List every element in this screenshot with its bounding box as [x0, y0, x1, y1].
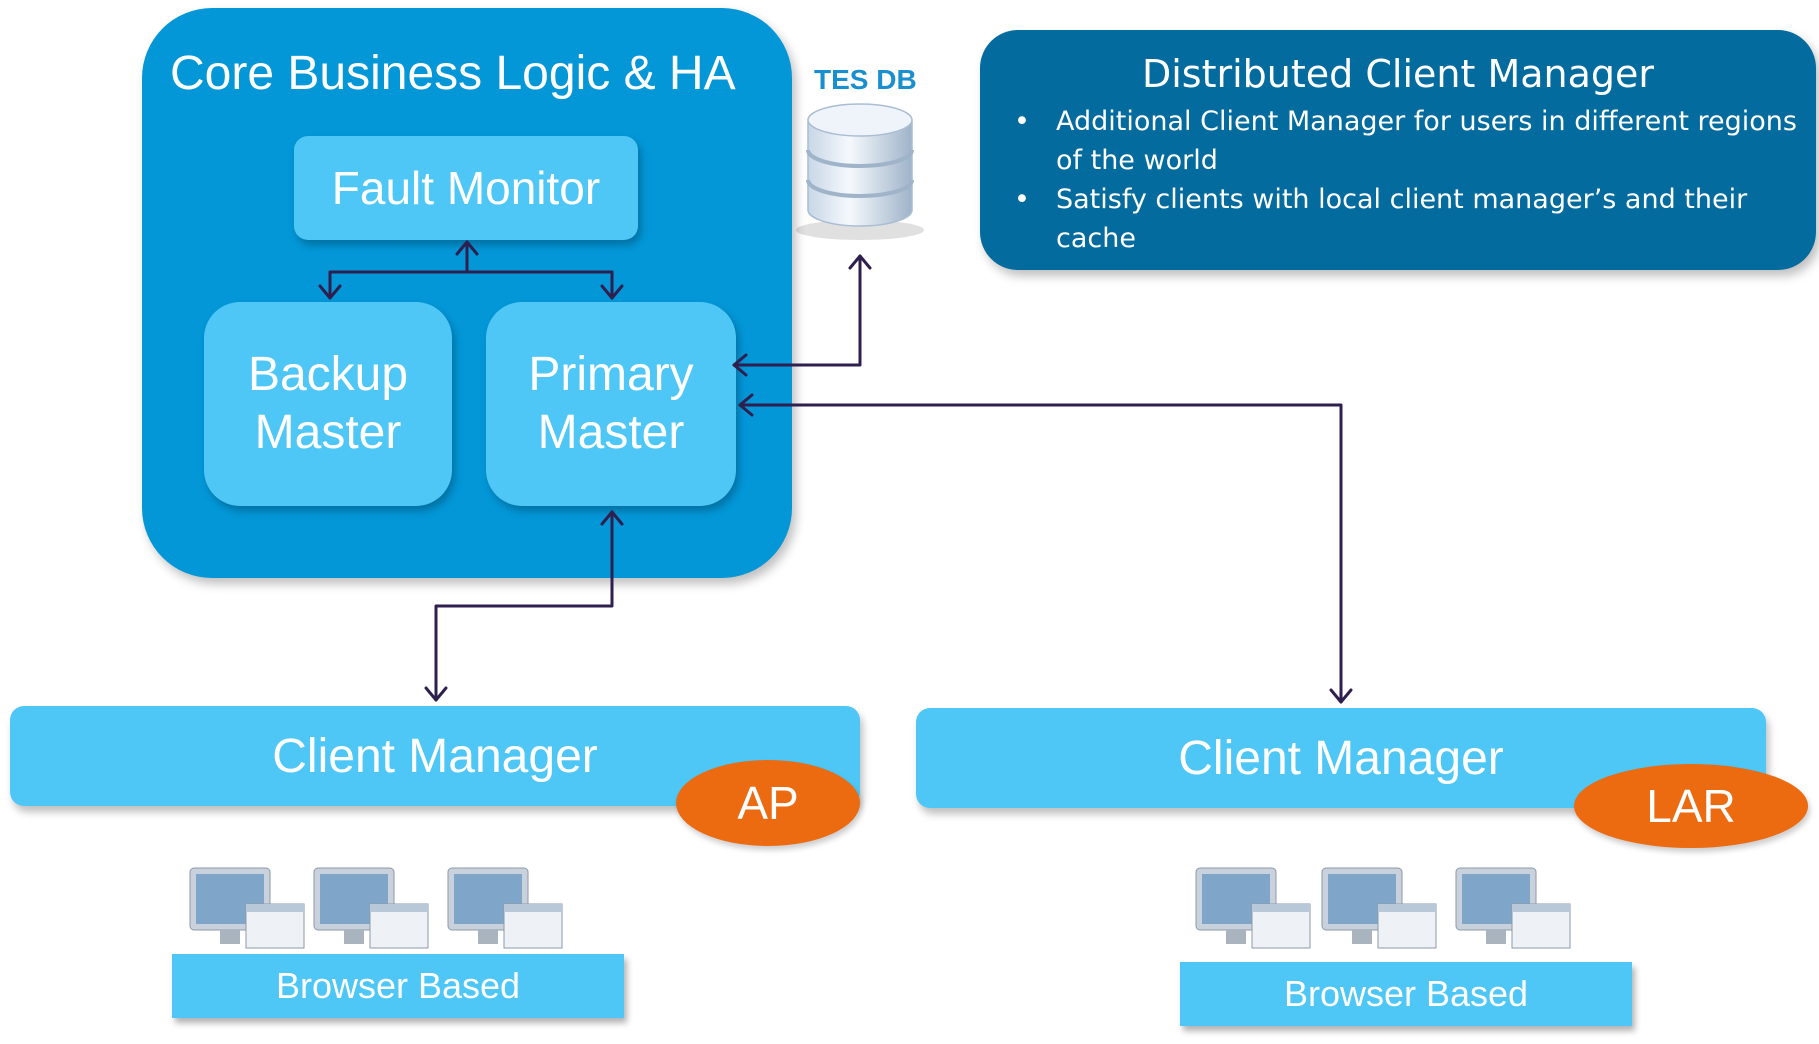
- primary-to-lar-connector: [738, 403, 1343, 704]
- dcm-bullet: Satisfy clients with local client manage…: [1010, 180, 1800, 258]
- fault-monitor-box: Fault Monitor: [294, 136, 638, 240]
- arrowhead-primary: [600, 284, 624, 300]
- computer-icon: [447, 867, 563, 949]
- region-badge-lar: LAR: [1574, 764, 1808, 848]
- arrowhead-primary-lar: [738, 393, 754, 417]
- tes-db-label: TES DB: [814, 64, 917, 95]
- computer-icon: [1455, 867, 1571, 949]
- primary-to-db-connector: [732, 254, 862, 367]
- region-badge-ap: AP: [676, 760, 860, 846]
- distributed-client-manager-panel: Distributed Client Manager Additional Cl…: [980, 30, 1816, 270]
- core-title: Core Business Logic & HA: [170, 47, 736, 100]
- backup-master-box: Backup Master: [204, 302, 452, 506]
- dcm-title: Distributed Client Manager: [1141, 52, 1655, 96]
- arrowhead-fault: [455, 240, 479, 256]
- arrowhead-db: [848, 254, 872, 270]
- arrowhead-ap: [424, 686, 448, 702]
- arrowhead-primary-db: [732, 353, 748, 377]
- primary-master-box: Primary Master: [486, 302, 736, 506]
- computer-icon: [189, 867, 305, 949]
- computer-icon: [1321, 867, 1437, 949]
- arrowhead-primary-ap: [600, 510, 624, 526]
- arrowhead-lar: [1329, 688, 1353, 704]
- dcm-bullet: Additional Client Manager for users in d…: [1010, 102, 1800, 180]
- browser-based-lar: Browser Based: [1180, 962, 1632, 1026]
- computer-icon: [1195, 867, 1311, 949]
- computer-icon: [313, 867, 429, 949]
- dcm-bullet-list: Additional Client Manager for users in d…: [1010, 102, 1800, 258]
- fault-to-masters-connector: [328, 242, 614, 300]
- browser-based-ap: Browser Based: [172, 954, 624, 1018]
- database-icon: [796, 103, 924, 240]
- primary-to-ap-connector: [434, 510, 614, 702]
- arrowhead-backup: [318, 284, 342, 300]
